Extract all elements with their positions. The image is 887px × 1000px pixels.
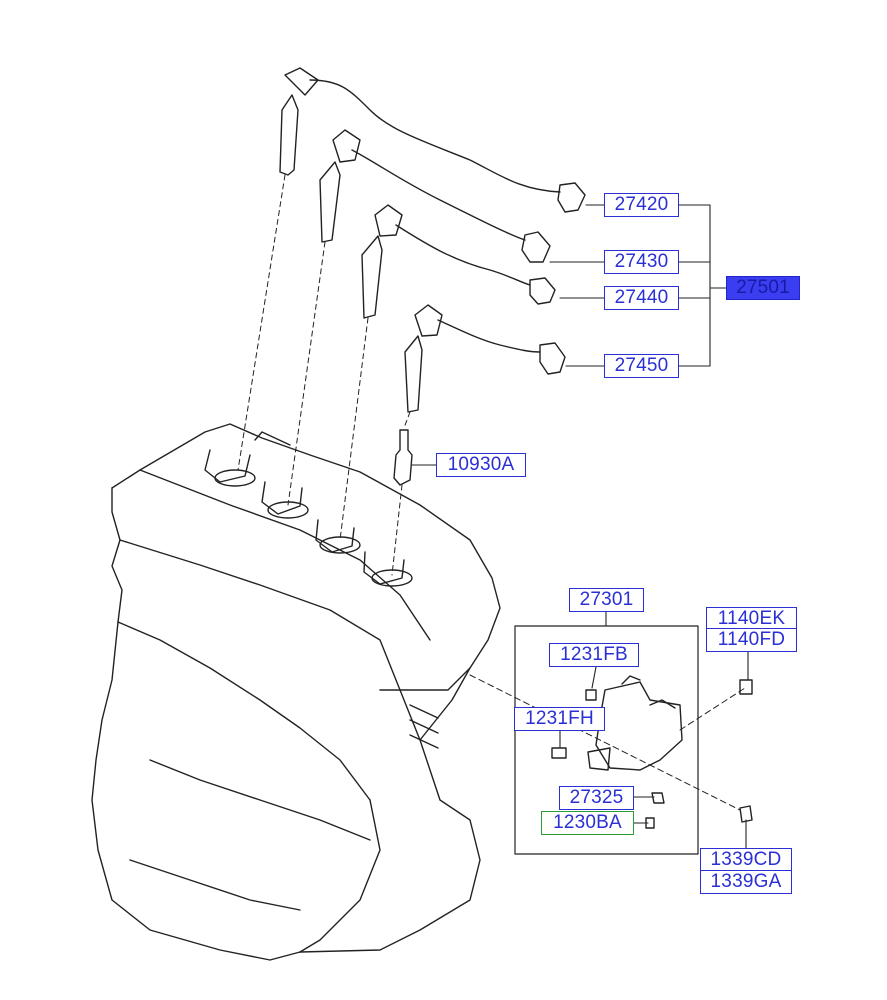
- callout-1231FB[interactable]: 1231FB: [549, 643, 639, 667]
- leader-lines: [411, 204, 749, 849]
- engine-block: [91, 423, 501, 961]
- callout-1339GA[interactable]: 1339GA: [700, 870, 792, 894]
- callout-27325[interactable]: 27325: [559, 786, 634, 810]
- callout-1140EK[interactable]: 1140EK: [706, 607, 797, 631]
- callout-27450[interactable]: 27450: [604, 354, 679, 378]
- spark-plug-cables: [237, 67, 586, 576]
- callout-1339CD[interactable]: 1339CD: [700, 848, 792, 872]
- callout-10930A[interactable]: 10930A: [436, 453, 526, 477]
- callout-27430[interactable]: 27430: [604, 250, 679, 274]
- callout-27501[interactable]: 27501: [726, 276, 800, 300]
- callout-1140FD[interactable]: 1140FD: [706, 628, 797, 652]
- callout-27301[interactable]: 27301: [569, 588, 644, 612]
- callout-1231FH[interactable]: 1231FH: [514, 707, 605, 731]
- callout-27440[interactable]: 27440: [604, 286, 679, 310]
- callout-1230BA[interactable]: 1230BA: [541, 811, 634, 835]
- callout-27420[interactable]: 27420: [604, 193, 679, 217]
- ignition-coil-assembly: [469, 625, 753, 855]
